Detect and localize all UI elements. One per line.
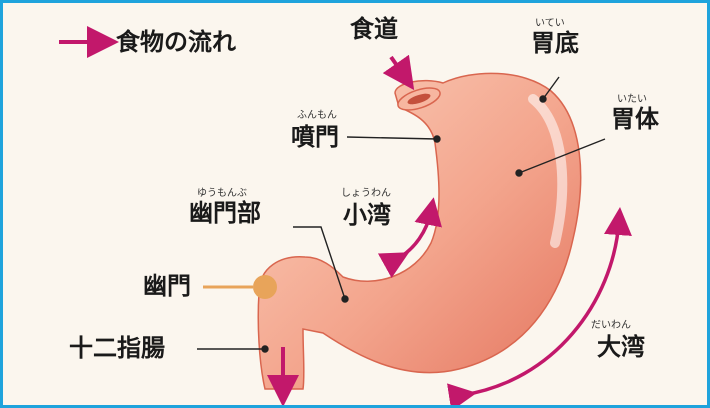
legend-label: 食物の流れ [116, 30, 236, 54]
label-lesser-curvature: 小湾 [343, 203, 391, 227]
label-pylorus: 幽門 [143, 274, 191, 298]
label-pyloric-part: 幽門部 [189, 201, 261, 225]
reading-cardia: ふんもん [297, 111, 337, 121]
reading-pyloric-part: ゆうもんぶ [197, 189, 247, 199]
dot-pyloric-part [342, 296, 348, 302]
label-greater-curvature: 大湾 [597, 335, 645, 359]
label-body: 胃体 [611, 107, 659, 131]
dot-fundus [540, 96, 546, 102]
reading-lesser-curvature: しょうわん [341, 189, 391, 199]
reading-greater-curvature: だいわん [591, 321, 631, 331]
pylorus-sphincter [253, 275, 277, 299]
dot-body [516, 170, 522, 176]
dot-cardia [434, 136, 440, 142]
label-fundus: 胃底 [531, 31, 579, 55]
label-duodenum: 十二指腸 [69, 336, 165, 360]
food-flow-arrow-in [391, 57, 405, 77]
label-esophagus: 食道 [350, 17, 398, 41]
dot-duodenum [262, 346, 268, 352]
reading-fundus: いてい [535, 19, 565, 29]
leader-cardia [347, 137, 437, 139]
reading-body: いたい [617, 95, 647, 105]
label-cardia: 噴門 [291, 125, 339, 149]
